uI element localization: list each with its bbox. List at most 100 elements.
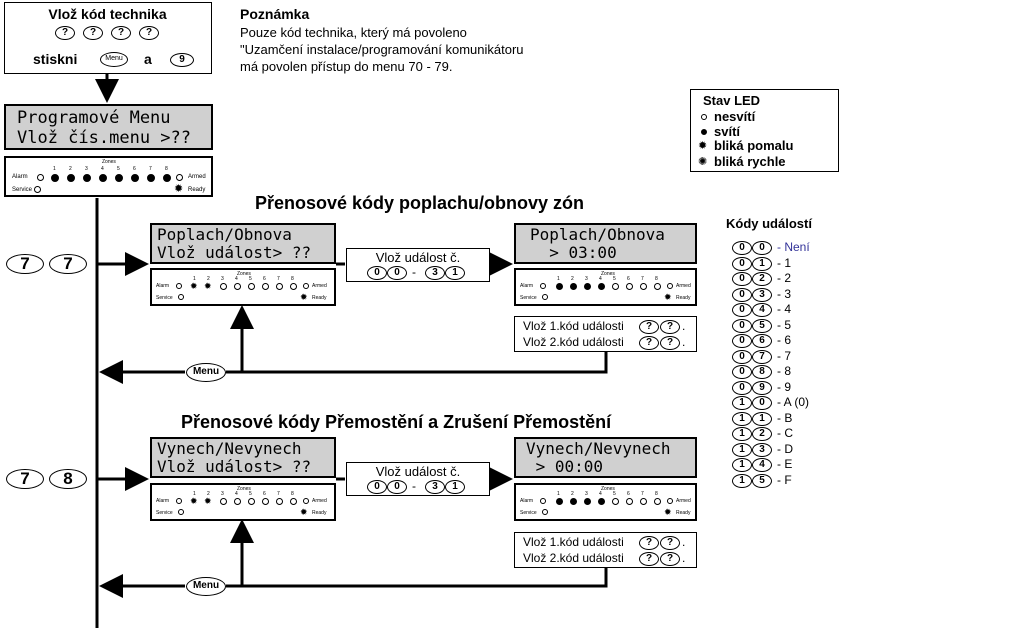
code-key: 1 [732, 411, 752, 426]
code-key: 4 [752, 303, 772, 317]
led-on-icon [701, 129, 707, 135]
zone-led [612, 283, 619, 290]
code-key: 0 [732, 334, 752, 348]
code-key: 1 [732, 458, 752, 472]
led-slow-label: bliká pomalu [714, 138, 794, 153]
zones-label: Zones [601, 486, 615, 492]
armed-led [303, 498, 309, 504]
zone-led [612, 498, 619, 505]
zone-number: 3 [85, 166, 88, 172]
zone-led [248, 283, 255, 290]
led-off-icon [701, 114, 707, 120]
code-key: 0 [732, 349, 752, 364]
zone-number: 4 [235, 491, 238, 497]
code-key: 3 [752, 442, 772, 457]
installer-code-box: Vlož kód technika ? ? ? ? stiskni Menu a… [4, 2, 212, 74]
ready-led-icon: ✹ [300, 292, 308, 302]
zone-led-blink-icon: ✹ [204, 496, 212, 506]
service-led [542, 509, 548, 515]
armed-label: Armed [188, 174, 206, 180]
lcd-line: Vlož čís.menu >?? [17, 128, 191, 148]
lcd-line: Poplach/Obnova [157, 225, 292, 244]
armed-led [303, 283, 309, 289]
code-key: ? [639, 336, 659, 350]
zone-led [262, 498, 269, 505]
zone-led [51, 174, 59, 182]
code-key: 0 [732, 303, 752, 317]
alarm-label: Alarm [156, 498, 170, 504]
alarm-led [37, 174, 44, 181]
dot: . [682, 551, 686, 565]
dot: . [682, 535, 686, 549]
lcd-line: Vynech/Nevynech [526, 439, 671, 458]
led-slow-icon: ✹ [698, 140, 708, 152]
zone-number: 1 [53, 166, 56, 172]
zone-number: 8 [655, 491, 658, 497]
code-key: 7 [752, 349, 772, 364]
zone-led [262, 283, 269, 290]
zone-number: 4 [599, 276, 602, 282]
code-key: 1 [732, 442, 752, 457]
led-fast-label: bliká rychle [714, 154, 786, 169]
zone-led [147, 174, 155, 182]
lcd-line: Programové Menu [17, 108, 171, 128]
code-key: 0 [732, 380, 752, 395]
zone-led [570, 498, 577, 505]
led-on-label: svítí [714, 124, 741, 139]
code2-label: Vlož 2.kód události [523, 551, 624, 565]
event-code-label: - 7 [777, 348, 792, 363]
zone-led [640, 283, 647, 290]
zone-led [220, 283, 227, 290]
zone-number: 1 [557, 491, 560, 497]
event-code-label: - 1 [777, 255, 792, 270]
zone-number: 5 [613, 491, 616, 497]
zone-number: 7 [149, 166, 152, 172]
code-key: 0 [732, 272, 752, 286]
zone-led [99, 174, 107, 182]
alarm-led [176, 498, 182, 504]
key-7: 7 [49, 254, 87, 274]
zone-led [276, 283, 283, 290]
ready-label: Ready [676, 295, 691, 301]
zones-label: Zones [237, 271, 251, 277]
armed-label: Armed [312, 283, 327, 289]
code-key: ? [660, 336, 680, 350]
zone-led [290, 283, 297, 290]
note-line: má povolen přístup do menu 70 - 79. [240, 59, 453, 74]
key-7: 7 [6, 254, 44, 274]
code1-label: Vlož 1.kód události [523, 319, 624, 333]
bypass-value-lcd: Vynech/Nevynech > 00:00 [514, 437, 697, 478]
range-key: 0 [367, 480, 387, 494]
alarm-led [540, 498, 546, 504]
code1-label: Vlož 1.kód události [523, 535, 624, 549]
event-code-label: - D [777, 441, 793, 456]
service-label: Service [520, 510, 537, 516]
zone-number: 3 [585, 491, 588, 497]
note-line: "Uzamčení instalace/programování komunik… [240, 42, 524, 57]
code-key: 5 [752, 318, 772, 333]
code-key: 3 [752, 287, 772, 302]
service-led [178, 294, 184, 300]
zone-led [163, 174, 171, 182]
range-sep: - [412, 479, 416, 493]
zone-number: 6 [133, 166, 136, 172]
zone-number: 6 [627, 276, 630, 282]
enter-event-box-78: Vlož událost č. 0 0 - 3 1 [346, 462, 490, 496]
zone-led [654, 498, 661, 505]
zone-number: 4 [235, 276, 238, 282]
event-code-label: - F [777, 472, 792, 487]
service-led [542, 294, 548, 300]
zone-number: 6 [263, 491, 266, 497]
ready-label: Ready [312, 295, 327, 301]
service-led [178, 509, 184, 515]
zone-led [290, 498, 297, 505]
